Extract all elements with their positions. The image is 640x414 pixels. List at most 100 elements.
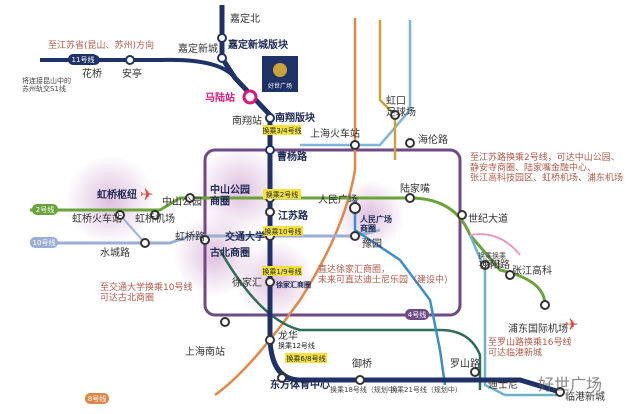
label-yuyuan: 豫园 [362,237,382,250]
label-hongkou: 虹口足球场 [386,95,416,119]
note-left: 至交通大学换乘10号线可达古北商圈 [100,281,192,303]
label-peoples-square: 人民广场 [318,193,358,206]
label-peoples-block: 人民广场商圈 [360,214,392,233]
station-dot[interactable] [405,138,415,148]
station-dot[interactable] [185,193,195,203]
badge-line2: 2号线 [32,204,58,215]
label-longyang-rd: 龙阳路 [480,258,510,271]
label-jiading-north: 嘉定北 [230,12,260,25]
line11-branch [40,57,237,80]
line10-branch [119,214,146,244]
note-luoshan: 至罗山路换乘16号线可达临港新城 [488,336,571,358]
label-malu: 马陆站 [205,91,235,104]
svg-text:10号线: 10号线 [33,238,56,247]
label-jiading-block: 嘉定新城版块 [227,38,289,51]
hongqiao-area [65,155,155,245]
badge-line8: 8号线 [85,393,109,404]
svg-text:11号线: 11号线 [72,55,95,64]
label-shanghai-south: 上海南站 [185,345,225,358]
station-dot[interactable] [480,260,490,270]
badge-transfer-12: 换乘12号线 [278,341,315,350]
svg-text:换乘2号线: 换乘2号线 [266,190,298,199]
plane-icon: ✈ [565,315,578,334]
note-right: 至江苏路换乘2号线，可达中山公园、静安寺商圈、陆家嘴金融中心、张江高科技园区、虹… [470,151,623,184]
label-jiangsu-rd: 江苏路 [278,209,309,222]
badge-transfer-18: 换乘18号线（规划中） [330,385,402,394]
station-dot[interactable] [200,235,210,245]
badge-line4: 4号线 [405,309,429,320]
station-dot[interactable] [217,33,227,43]
label-hailun: 海伦路 [418,133,448,146]
note-xujiahui: 直达徐家汇商圈，未来可直达迪士尼乐园（建设中） [318,263,453,285]
label-dongfang-sports: 东方体育中心 [270,378,330,391]
station-dot[interactable] [115,210,125,220]
station-dot[interactable] [265,113,275,123]
svg-text:换乘12号线: 换乘12号线 [278,341,315,350]
svg-text:换乘1/9号线: 换乘1/9号线 [262,267,301,276]
badge-line10: 10号线 [30,237,58,248]
label-lujiazui: 陆家嘴 [400,182,430,195]
station-dot[interactable] [125,55,135,65]
station-dot[interactable] [220,317,230,327]
station-dot[interactable] [217,53,227,63]
station-dot[interactable] [265,335,275,345]
malu-station[interactable] [242,89,258,105]
station-dot[interactable] [265,145,275,155]
label-shanghai-rail: 上海火车站 [310,127,360,140]
station-dot[interactable] [265,207,275,217]
line12-path [218,249,482,390]
label-xujiahui-block: 徐家汇商圈 [275,280,311,289]
label-longhua: 龙华 [278,329,298,342]
label-gubei-block: 古北商圈 [210,246,250,259]
station-dot[interactable] [405,193,415,203]
label-shuicheng-rd: 水城路 [100,246,130,259]
line-gold [378,20,397,160]
badge-transfer-2: 换乘2号线 [263,189,301,199]
label-jiading-xincheng: 嘉定新城 [178,42,218,55]
label-disney: 迪士尼 [488,378,518,391]
badge-transfer-19: 换乘1/9号线 [262,266,302,276]
station-dot[interactable] [555,387,565,397]
line4-ring [203,148,462,317]
label-xujiahui: 徐家汇 [232,276,262,289]
station-dot[interactable] [350,140,360,150]
label-hongqiao-rail: 虹桥火车站 [72,212,122,225]
label-zhangjiang: 张江高科 [512,264,552,277]
plane-icon: ✈ [140,185,153,204]
station-dot[interactable] [390,110,400,120]
station-dot[interactable] [540,300,550,310]
label-hongqiao-rd: 虹桥路 [175,230,205,243]
label-jiaotong-univ: 交通大学 [225,230,265,243]
label-zhongshan-block: 中山公园商圈 [210,183,250,208]
svg-text:2号线: 2号线 [36,205,54,214]
station-dot[interactable] [470,367,480,377]
station-dot[interactable] [457,210,467,220]
label-lingang: 临港新城 [565,390,605,403]
svg-text:换乘6/8号线: 换乘6/8号线 [286,354,325,363]
label-hongqiao-airport: 虹桥机场 [135,212,175,225]
station-dot[interactable] [355,375,365,385]
brand-logo: 好世广场 [262,56,298,92]
label-zhongshan-park: 中山公园 [162,195,202,208]
label-yuqiao: 御桥 [352,357,372,370]
station-dot[interactable] [150,210,160,220]
logo-caption: 好世广场 [268,82,292,90]
svg-text:换乘10号线: 换乘10号线 [265,227,302,236]
label-pudong-airport: 浦东国际机场 [508,322,568,335]
badge-line11: 11号线 [68,54,98,65]
station-dot[interactable] [350,231,360,241]
label-anting: 安亭 [122,67,142,80]
station-dot[interactable] [265,277,275,287]
badge-transfer-21: 换乘21号线（规划中） [390,385,462,394]
station-dot[interactable] [505,270,515,280]
watermark: 好世广场 [538,375,602,394]
label-century-ave: 世纪大道 [468,212,508,225]
station-dot[interactable] [349,202,361,214]
label-hongqiao-hub: 虹桥枢纽 [97,188,137,201]
station-dot[interactable] [140,238,150,248]
zhongshan-area [195,145,285,235]
badge-transfer-68: 换乘6/8号线 [285,353,327,363]
line16-path [468,234,560,397]
station-dot[interactable] [277,373,287,383]
